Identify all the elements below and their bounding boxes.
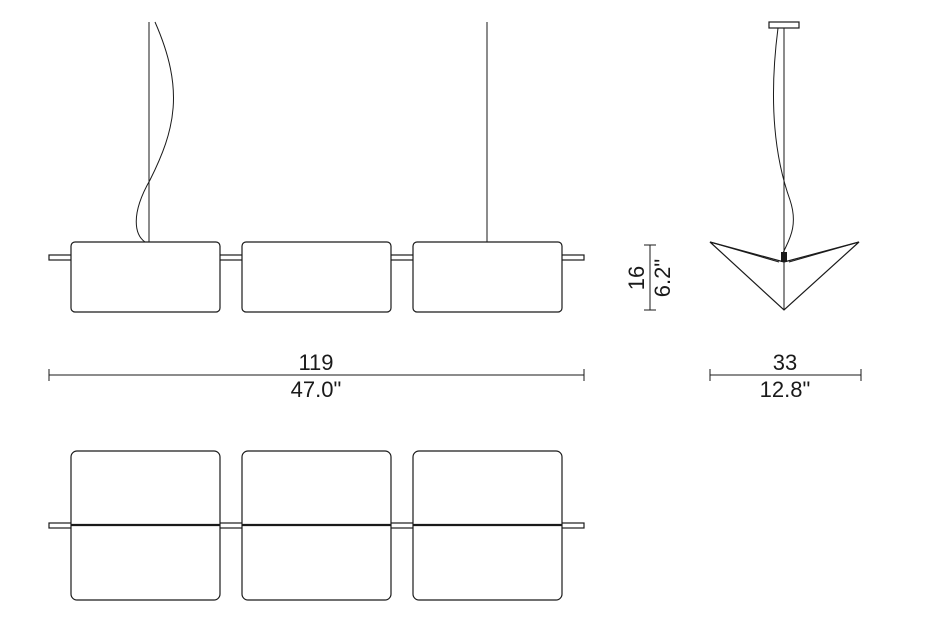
width-dimension: 119 47.0" <box>48 350 585 402</box>
height-dimension: 16 6.2" <box>624 244 675 311</box>
ceiling-canopy <box>768 21 800 29</box>
power-cord-side <box>773 27 794 257</box>
side-elevation-view <box>709 21 860 311</box>
diffuser-panel-3-front <box>412 241 563 313</box>
height-in-label: 6.2" <box>650 259 675 297</box>
depth-dimension: 33 12.8" <box>709 350 862 402</box>
diffuser-panel-2-front <box>241 241 392 313</box>
front-elevation-view <box>48 21 585 313</box>
depth-cm-label: 33 <box>773 350 797 375</box>
depth-in-label: 12.8" <box>760 377 811 402</box>
width-in-label: 47.0" <box>291 377 342 402</box>
top-plan-view <box>48 450 585 601</box>
diffuser-panel-1-front <box>70 241 221 313</box>
rod-joint-side <box>781 252 787 262</box>
power-cord-left <box>135 21 174 243</box>
height-cm-label: 16 <box>624 266 649 290</box>
width-cm-label: 119 <box>298 350 333 375</box>
